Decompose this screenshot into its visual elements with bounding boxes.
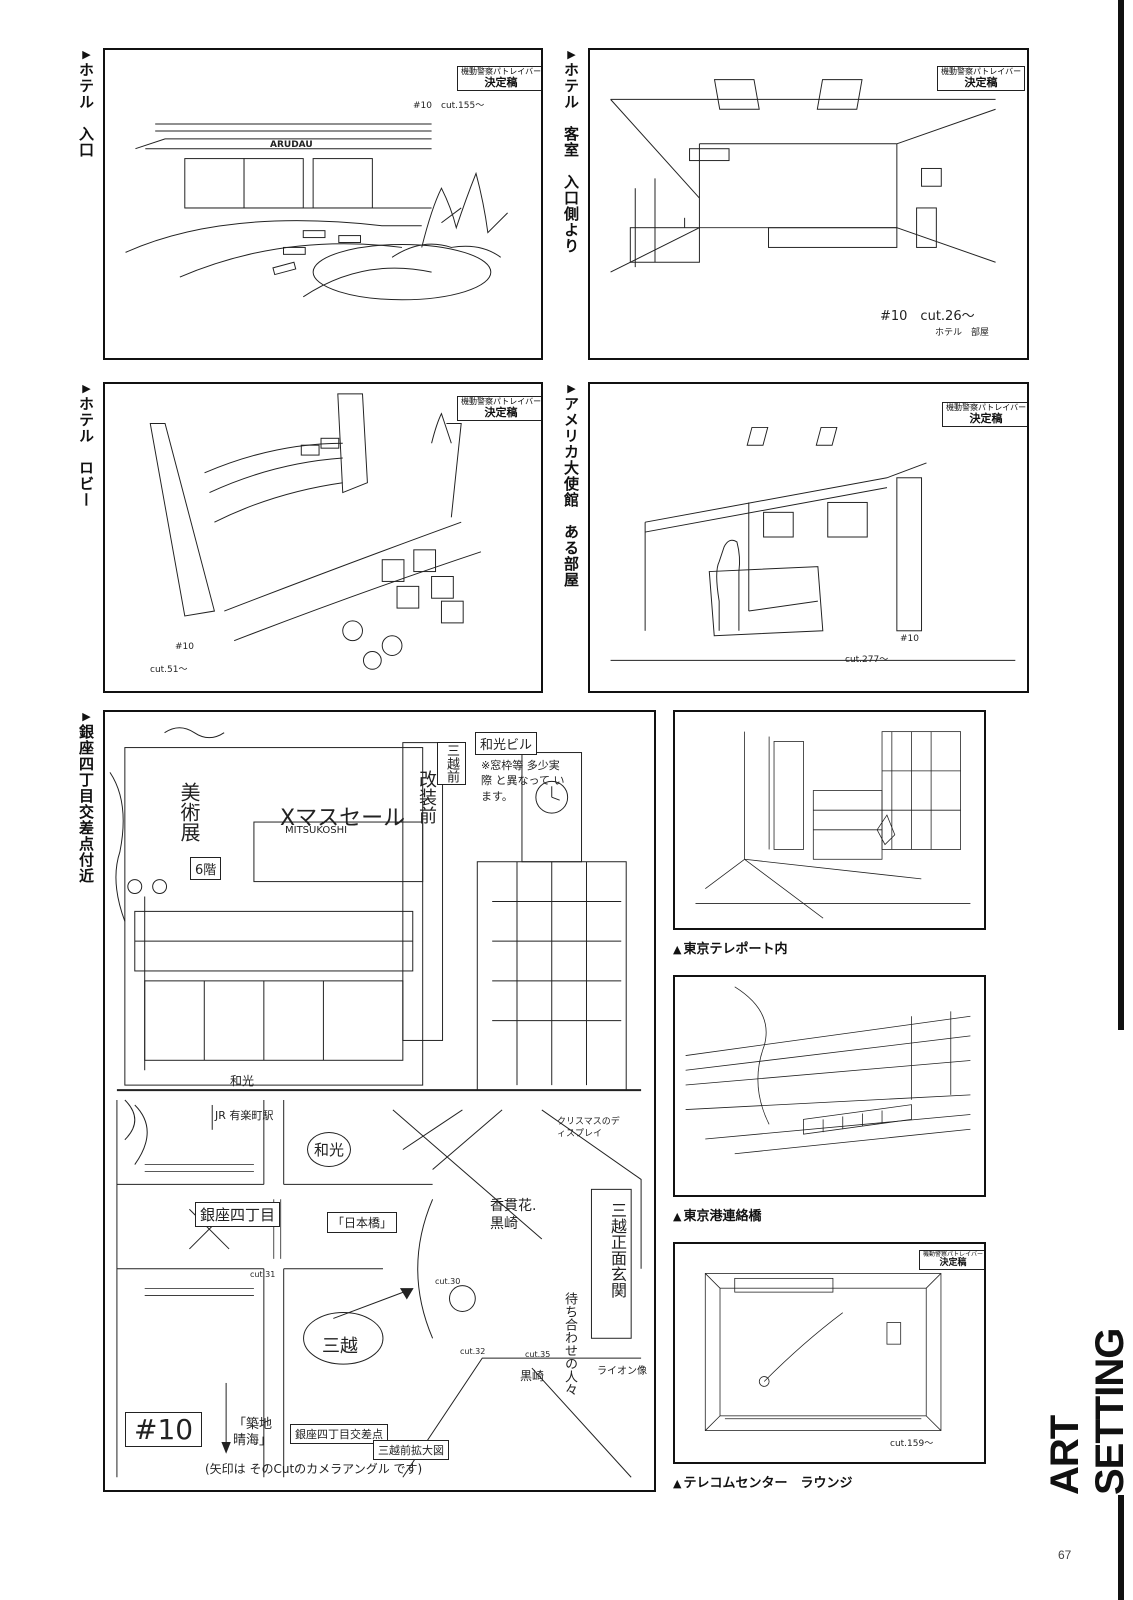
label-kaori: 香貫花. 黒崎: [490, 1198, 537, 1233]
label-kurosaki: 黒崎: [520, 1369, 545, 1383]
stamp-decision: 機動警察パトレイバー決定稿: [919, 1250, 984, 1271]
caption-hotel-room: ▶ホテル 客室 入口側より: [562, 48, 580, 254]
stamp-decision: 機動警察パトレイバー決定稿: [942, 402, 1027, 427]
episode-note: #10: [900, 634, 919, 644]
label-mitsukoshi: MITSUKOSHI: [285, 825, 348, 836]
room-note: ホテル 部屋: [935, 328, 990, 338]
note-window: ※窓枠等 多少実際 と異なって います。: [481, 759, 565, 803]
label-wako-circle: 和光: [307, 1132, 352, 1167]
caption-us-embassy: ▶アメリカ大使館 ある部屋: [562, 382, 580, 588]
panel-hotel-entrance: 機動警察パトレイバー決定稿 #10 cut.155～ ARUDAU: [103, 48, 543, 360]
panel-tokyo-teleport: [673, 710, 986, 930]
side-rule-bottom: [1118, 1495, 1124, 1600]
label-crossing: 銀座四丁目交差点: [290, 1424, 388, 1444]
drawing-us-embassy: [610, 426, 1016, 661]
caption-ginza: ▶銀座四丁目交差点付近: [77, 710, 95, 884]
label-waiting: 待ち合わせの人々: [562, 1292, 577, 1396]
label-xmas-display: クリスマスのディスプレイ: [557, 1117, 620, 1139]
note-camera: (矢印は そのCutのカメラアングル です): [205, 1462, 423, 1476]
label-cut30: cut.30: [435, 1277, 461, 1286]
label-mitsukoshi-gate: 三越正面玄関: [608, 1202, 627, 1298]
cut-note: #10 cut.155～: [413, 101, 485, 111]
drawing-tokyo-bridge: [685, 986, 971, 1155]
panel-hotel-room: 機動警察パトレイバー決定稿 #10 cut.26～ ホテル 部屋: [588, 48, 1029, 360]
side-rule: [1118, 0, 1124, 1030]
caption-tokyo-teleport: ▲東京テレポート内: [673, 942, 788, 957]
drawing-hotel-lobby: [149, 393, 482, 670]
drawing-ginza: [109, 727, 642, 1478]
panel-us-embassy: 機動警察パトレイバー決定稿 #10 cut.277～: [588, 382, 1029, 693]
label-mitsukoshi-front: 三越前拡大図: [373, 1440, 449, 1460]
label-nihonbashi: 「日本橋」: [327, 1212, 398, 1233]
stamp-decision: 機動警察パトレイバー決定稿: [937, 66, 1026, 91]
caption-hotel-entrance: ▶ホテル 入口: [77, 48, 95, 158]
label-museum: 美術展: [177, 782, 201, 842]
panel-ginza: Xマスセール MITSUKOSHI 三越前 改装前 和光ビル ※窓枠等 多少実際…: [103, 710, 656, 1492]
drawing-telecom: [704, 1273, 942, 1431]
cut-note: #10 cut.26～: [880, 309, 975, 324]
label-banner-mitsukoshi: 三越前: [437, 742, 466, 785]
label-ginza4: 銀座四丁目: [195, 1202, 281, 1227]
episode-note: #10: [175, 642, 194, 652]
cut-note: cut.159～: [890, 1439, 934, 1449]
label-jr: JR 有楽町駅: [215, 1109, 274, 1122]
drawing-hotel-room: [610, 79, 996, 273]
label-renovation: 改装前: [416, 770, 437, 824]
caption-tokyo-bridge: ▲東京港連絡橋: [673, 1209, 762, 1224]
drawing-hotel-entrance: [125, 123, 508, 301]
page-number: 67: [1058, 1548, 1072, 1562]
label-lion: ライオン像: [597, 1366, 647, 1377]
cut-note: cut.51～: [150, 665, 188, 675]
caption-hotel-lobby: ▶ホテル ロビー: [77, 382, 95, 508]
drawing-tokyo-teleport: [695, 731, 971, 919]
caption-telecom: ▲テレコムセンター ラウンジ: [673, 1476, 853, 1491]
stamp-decision: 機動警察パトレイバー決定稿: [457, 396, 541, 421]
label-wako-building: 和光ビル: [475, 732, 538, 755]
panel-telecom: 機動警察パトレイバー決定稿 cut.159～: [673, 1242, 986, 1464]
label-cut35: cut.35: [525, 1350, 551, 1359]
hotel-sign: ARUDAU: [270, 140, 313, 150]
label-cut31: cut.31: [250, 1270, 276, 1279]
label-xmas-sale: Xマスセール: [280, 806, 406, 831]
label-episode: #10: [125, 1412, 203, 1447]
label-cut32: cut.32: [460, 1347, 486, 1356]
panel-hotel-lobby: 機動警察パトレイバー決定稿 #10 cut.51～: [103, 382, 543, 693]
label-mitsukoshi-circle: 三越: [322, 1336, 358, 1357]
side-title: ART SETTING: [1043, 1328, 1132, 1495]
label-floor: 6階: [190, 857, 222, 880]
cut-note: cut.277～: [845, 655, 889, 665]
label-wako-street: 和光: [230, 1074, 255, 1088]
panel-tokyo-bridge: [673, 975, 986, 1197]
label-tsukiji: 「築地 晴海」: [233, 1417, 273, 1448]
stamp-decision: 機動警察パトレイバー決定稿: [457, 66, 541, 91]
